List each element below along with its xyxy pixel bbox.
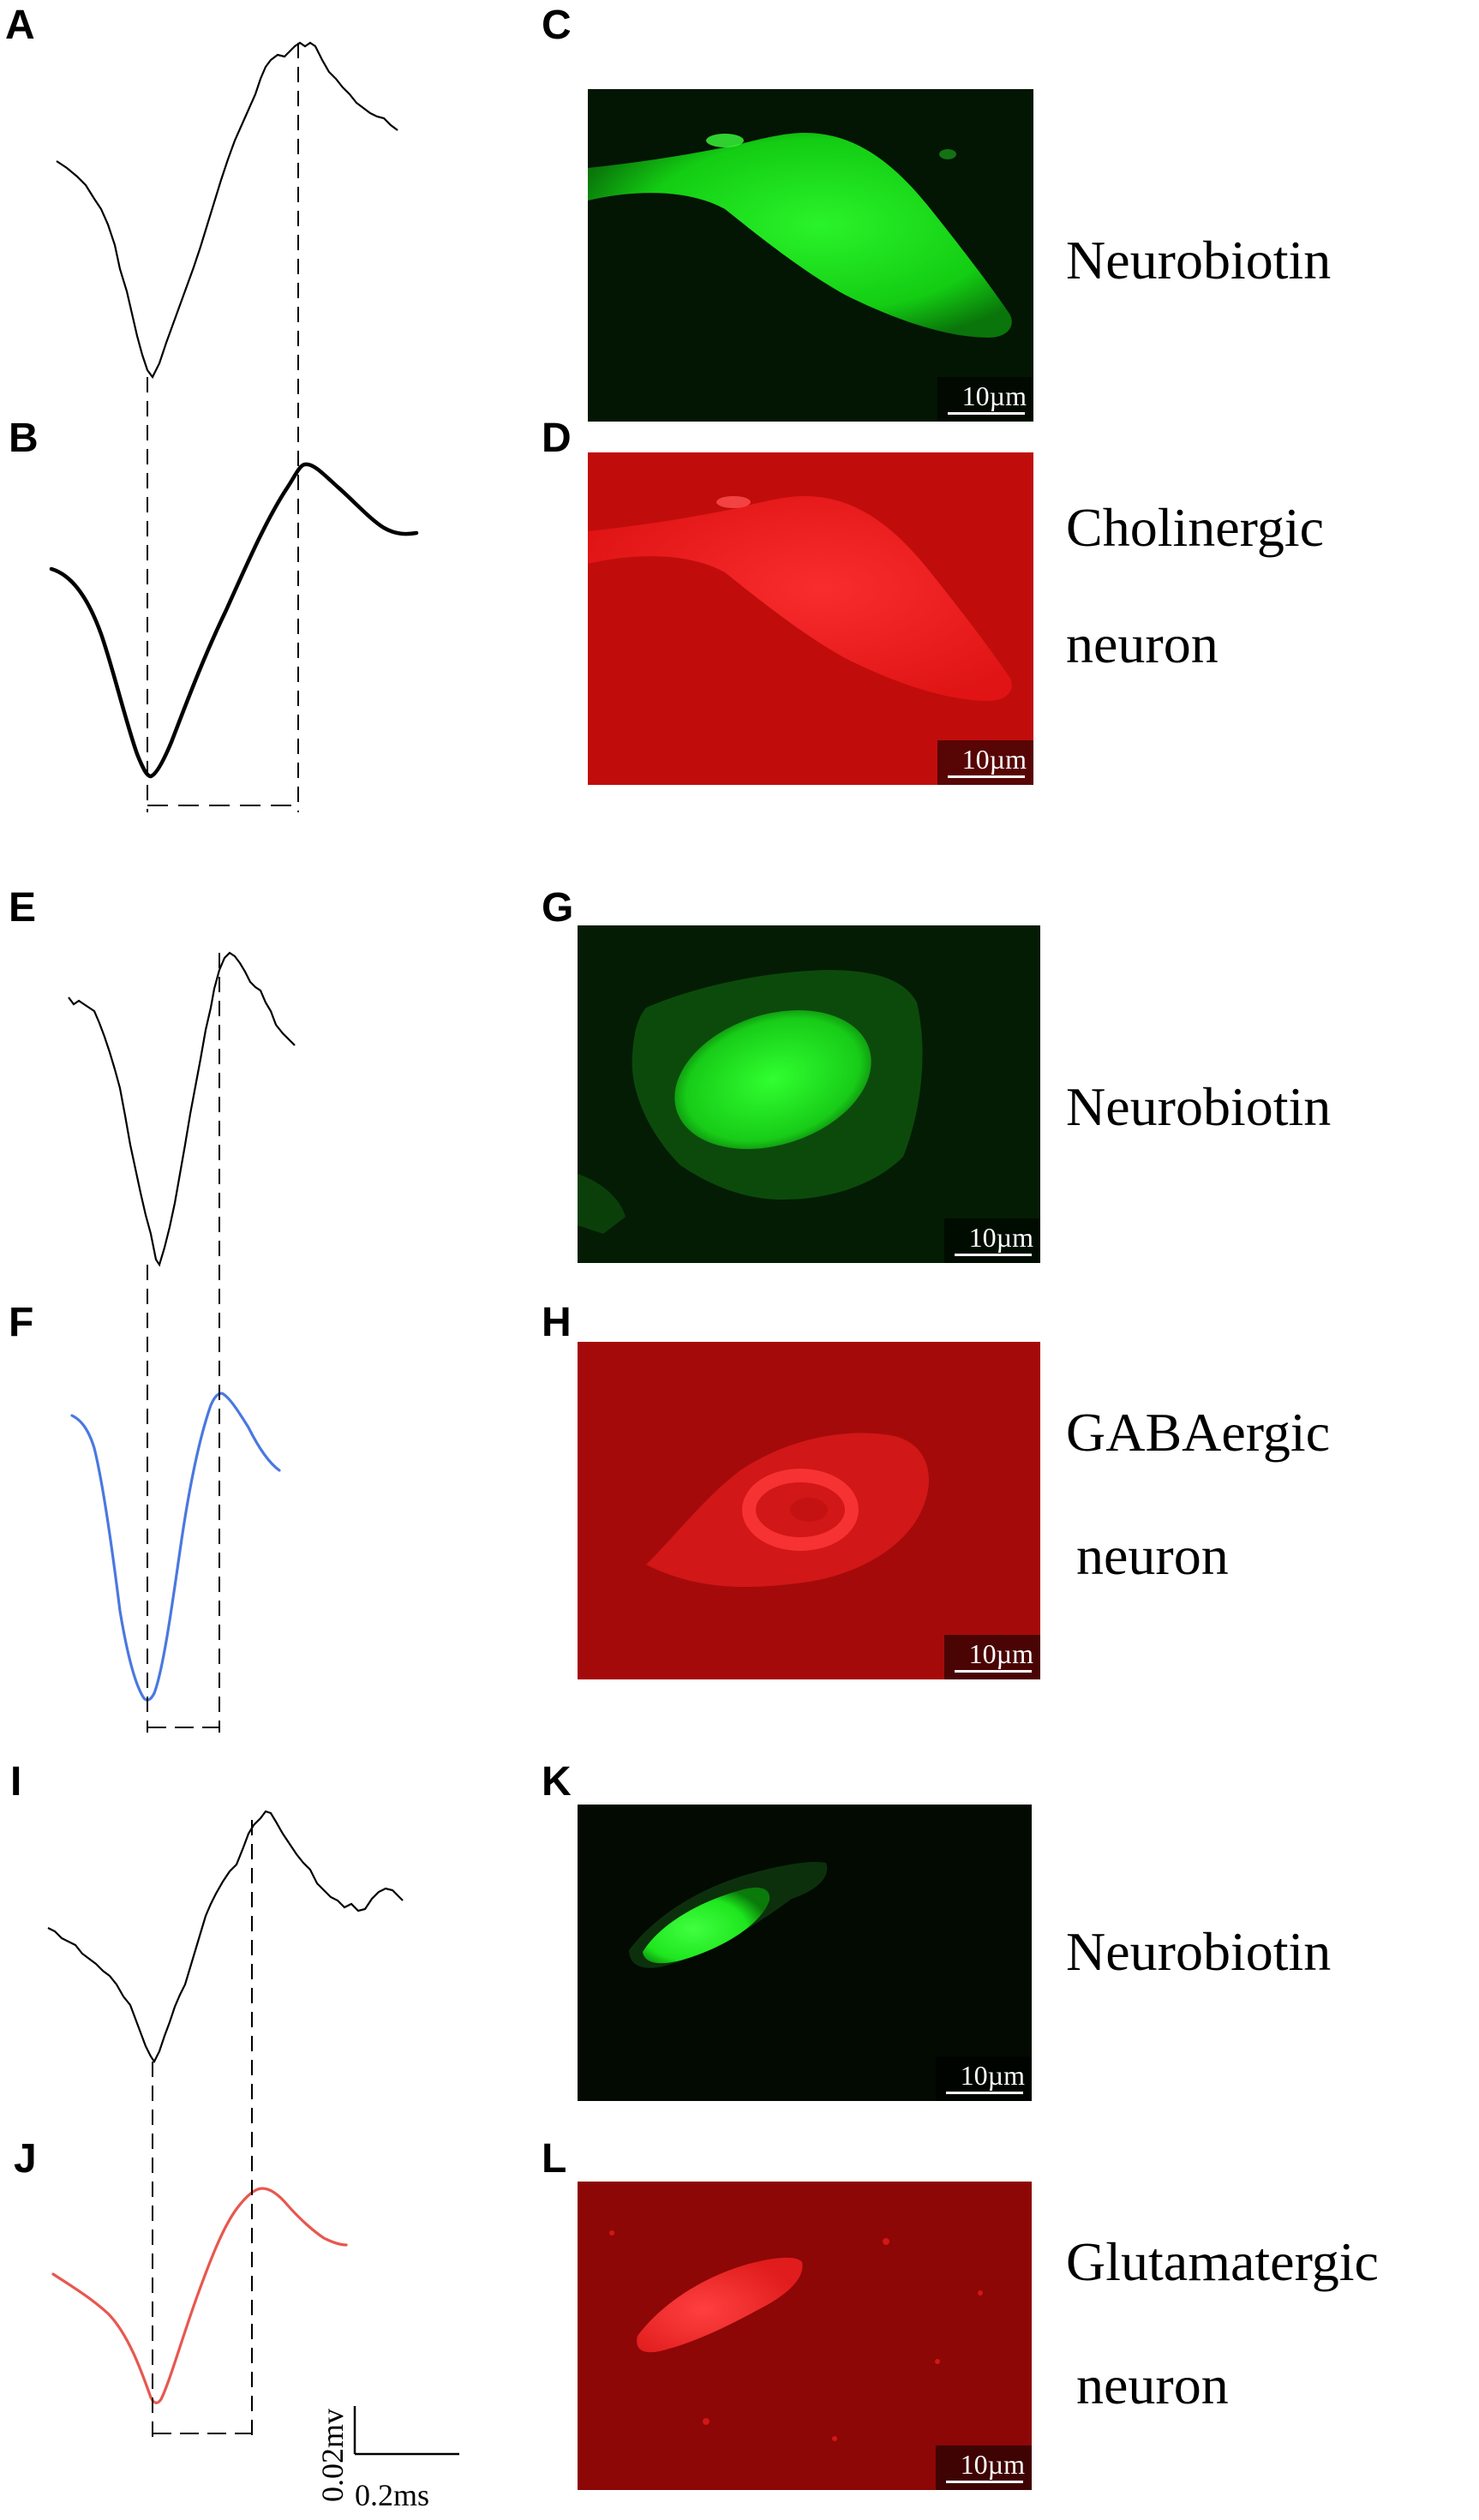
micrograph-h-gabaergic: 10µm	[578, 1342, 1040, 1679]
scalebar-h-label: 10µm	[968, 1638, 1033, 1669]
trace-scale-amplitude: 0.02mv	[315, 2409, 350, 2502]
panel-label-k: K	[542, 1759, 572, 1805]
panel-label-l: L	[542, 2136, 567, 2182]
label-neurobiotin-k: Neurobiotin	[1066, 1921, 1332, 1982]
micrograph-c-neurobiotin: 10µm	[588, 89, 1033, 422]
trace-a	[56, 41, 398, 380]
scalebar-d-line	[948, 775, 1025, 778]
scalebar-k-line	[946, 2092, 1023, 2094]
micrograph-k-neurobiotin: 10µm	[578, 1805, 1032, 2101]
label-cholinergic-line2: neuron	[1066, 614, 1219, 674]
panel-label-b: B	[9, 416, 39, 461]
micrograph-d-cholinergic: 10µm	[588, 452, 1033, 785]
trace-f	[70, 1392, 281, 1702]
label-glutamatergic-line2: neuron	[1076, 2355, 1229, 2415]
label-neurobiotin-c: Neurobiotin	[1066, 230, 1332, 290]
scalebar-l-label: 10µm	[960, 2449, 1025, 2480]
micrograph-l-glutamatergic: 10µm	[578, 2182, 1032, 2490]
panel-label-a: A	[5, 3, 35, 48]
trace-j	[51, 2187, 348, 2404]
panel-label-d: D	[542, 416, 572, 461]
trace-b	[49, 462, 419, 779]
scalebar-d: 10µm	[937, 740, 1033, 785]
panel-label-h: H	[542, 1300, 572, 1345]
scalebar-c-label: 10µm	[961, 380, 1027, 411]
label-gabaergic-line1: GABAergic	[1066, 1402, 1331, 1463]
label-cholinergic-line1: Cholinergic	[1066, 497, 1324, 558]
scalebar-l-line	[946, 2481, 1023, 2483]
scalebar-g-label: 10µm	[968, 1222, 1033, 1253]
scalebar-h: 10µm	[944, 1635, 1040, 1679]
panel-label-g: G	[542, 885, 574, 931]
panel-label-i: I	[10, 1759, 22, 1805]
scalebar-d-label: 10µm	[961, 744, 1027, 775]
panel-label-j: J	[14, 2136, 37, 2182]
scalebar-h-line	[955, 1670, 1032, 1673]
scalebar-g: 10µm	[944, 1218, 1040, 1263]
panel-label-f: F	[9, 1300, 34, 1345]
scalebar-g-line	[955, 1254, 1032, 1256]
panel-label-c: C	[542, 3, 572, 48]
scalebar-k-label: 10µm	[960, 2060, 1025, 2091]
scalebar-c: 10µm	[937, 377, 1033, 422]
scalebar-l: 10µm	[936, 2445, 1032, 2490]
panel-label-e: E	[9, 885, 37, 931]
label-gabaergic-line2: neuron	[1076, 1525, 1229, 1586]
scalebar-k: 10µm	[936, 2056, 1032, 2101]
label-glutamatergic-line1: Glutamatergic	[1066, 2231, 1379, 2292]
trace-i	[47, 1810, 404, 2064]
trace-e	[68, 951, 296, 1267]
scalebar-c-line	[948, 412, 1025, 415]
label-neurobiotin-g: Neurobiotin	[1066, 1076, 1332, 1137]
trace-scale-time: 0.2ms	[355, 2478, 429, 2512]
micrograph-g-neurobiotin: 10µm	[578, 925, 1040, 1263]
